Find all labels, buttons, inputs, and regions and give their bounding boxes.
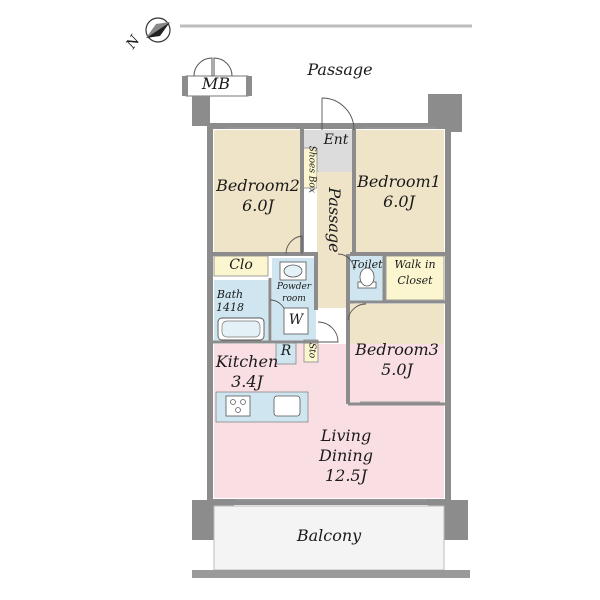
bedroom1-size: 6.0J (383, 192, 415, 211)
toilet-icon (357, 267, 377, 289)
entrance-label: Ent (323, 132, 349, 148)
bedroom1-name: Bedroom1 (357, 172, 441, 191)
sto-area (303, 339, 319, 363)
kitchen-sink-icon (273, 395, 301, 417)
powder-room-label-1: Powder (276, 282, 312, 292)
balcony-area (213, 505, 445, 571)
shoes-box-label: Shoes Box (306, 145, 317, 193)
refrigerator-label: R (280, 343, 292, 359)
bath-name: Bath (216, 288, 244, 301)
bathtub-icon (217, 317, 265, 341)
sink-icon (279, 261, 307, 281)
meter-box (182, 57, 252, 126)
bath-size: 1418 (216, 301, 244, 314)
washer-icon (283, 307, 309, 335)
powder-room-label-2: room (282, 294, 306, 304)
walk-in-closet-label-2: Closet (397, 274, 433, 287)
washer-label: W (288, 312, 304, 328)
bedroom3-name: Bedroom3 (355, 340, 439, 359)
living-notch (350, 404, 444, 498)
living-label-1: Living (320, 426, 372, 445)
stove-icon (225, 395, 251, 417)
clo-label: Clo (229, 257, 253, 273)
balcony-rail (192, 570, 470, 578)
sto-label: Sto (306, 343, 317, 359)
kitchen-size: 3.4J (231, 372, 263, 391)
door-swings (269, 97, 367, 343)
bedroom3-size: 5.0J (381, 360, 413, 379)
bedroom1-area (354, 130, 444, 252)
windows (226, 127, 440, 501)
bedroom2-area (214, 130, 302, 254)
passage-top-label: Passage (307, 60, 373, 79)
living-label-2: Dining (319, 446, 373, 465)
bedroom2-size: 6.0J (242, 196, 274, 215)
balcony-label: Balcony (296, 526, 362, 545)
toilet-label: Toilet (351, 258, 383, 271)
kitchen-name: Kitchen (215, 352, 279, 371)
north-compass-icon (145, 17, 171, 43)
walk-in-closet-label-1: Walk in (394, 258, 436, 271)
bedroom2-name: Bedroom2 (216, 176, 300, 195)
meter-box-label: MB (201, 74, 231, 93)
walk-in-closet-area (385, 255, 445, 301)
living-size: 12.5J (324, 466, 368, 485)
passage-inner-label: Passage (325, 187, 344, 253)
interior-walls (212, 128, 446, 406)
